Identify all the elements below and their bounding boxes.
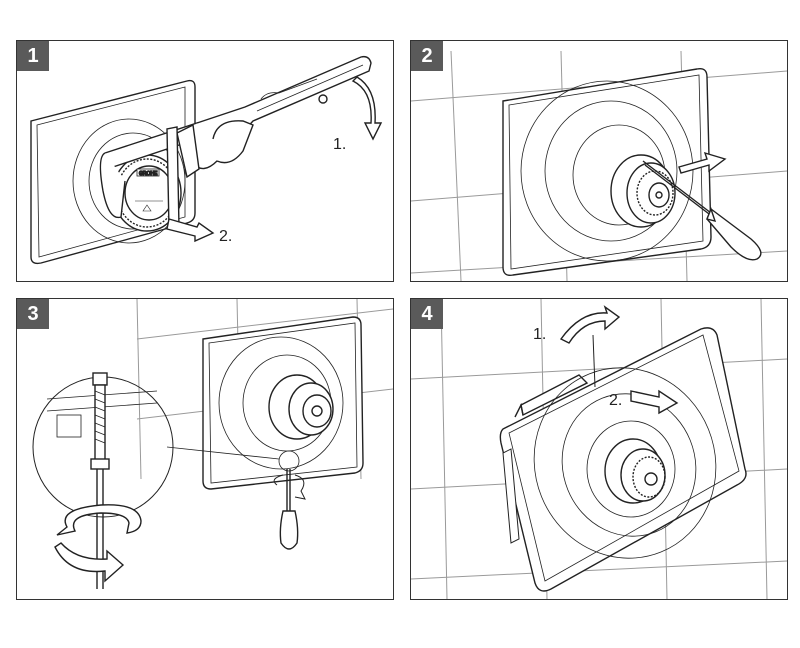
panel-1-illustration: GROHE: [30, 55, 383, 265]
rotate-arrow-icon: [54, 504, 142, 583]
pull-arrow-icon: [678, 151, 727, 174]
brand-text: GROHE: [139, 171, 158, 177]
wrench-icon: [99, 55, 372, 230]
panel-4-illustration: 1. 2.: [411, 299, 787, 599]
panel-2-badge: 2: [411, 41, 443, 71]
panel-3-badge: 3: [17, 299, 49, 329]
screwdriver-icon: [273, 469, 306, 550]
panel-1-step-1-label: 1.: [333, 136, 346, 153]
control-knob: GROHE: [112, 154, 182, 232]
panel-4: 4: [410, 298, 788, 600]
pull-arrow-icon: [630, 389, 679, 415]
rotate-arrow-icon: [351, 76, 383, 141]
panel-2-illustration: [411, 50, 787, 281]
pull-arrow-icon: [166, 218, 215, 243]
cover-plate: [502, 67, 712, 277]
panel-2: 2: [410, 40, 788, 282]
panel-1: 1 GROHE: [16, 40, 394, 282]
panel-4-step-2-label: 2.: [609, 392, 622, 409]
panel-4-badge: 4: [411, 299, 443, 329]
rotate-arrow-icon: [559, 305, 621, 388]
panel-1-badge: 1: [17, 41, 49, 71]
panel-3-illustration: [32, 299, 393, 589]
panel-1-step-2-label: 2.: [219, 228, 232, 245]
set-screw: [90, 372, 110, 470]
screwdriver-icon: [642, 160, 762, 261]
panel-4-step-1-label: 1.: [533, 326, 546, 343]
panel-3: 3: [16, 298, 394, 600]
valve-cartridge: [604, 438, 666, 504]
